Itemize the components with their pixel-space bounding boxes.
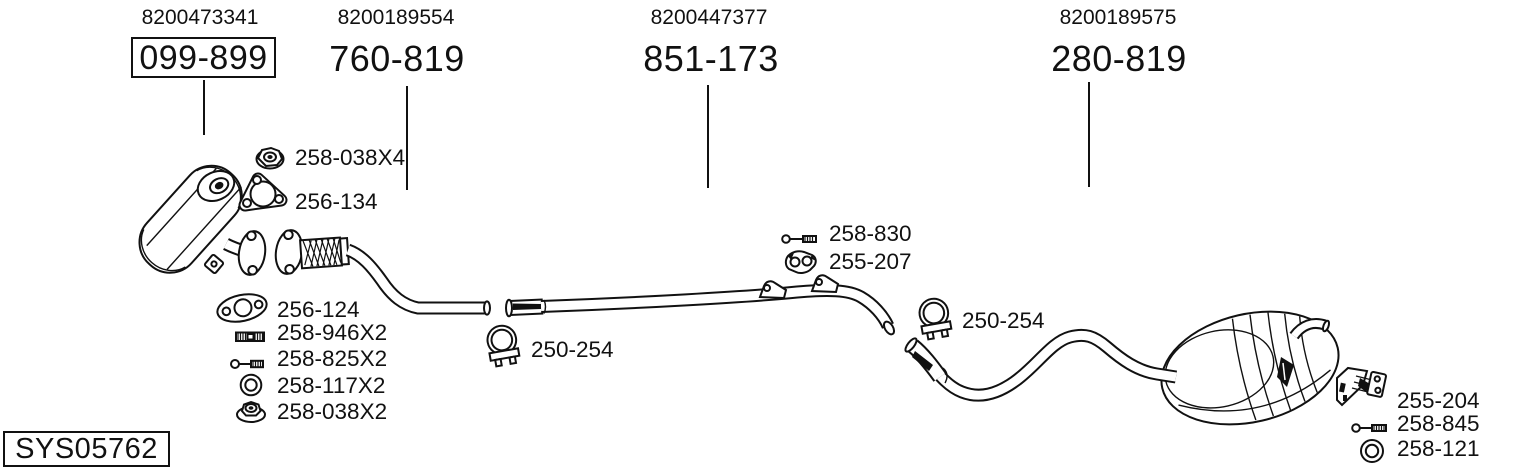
rubber-hanger-icon xyxy=(784,250,817,275)
callout-label: 250-254 xyxy=(531,337,614,362)
callout-label: 256-134 xyxy=(295,189,378,214)
bolt-icon xyxy=(230,359,264,369)
cat-outlet-flange xyxy=(237,230,267,276)
front-pipe-drawing xyxy=(274,229,491,316)
callout-label: 258-946X2 xyxy=(277,320,388,345)
system-id-box: SYS05762 xyxy=(3,431,170,467)
section-ref-2: 8200189554 xyxy=(337,6,455,29)
part-number-1: 099-899 xyxy=(139,38,268,77)
bolt-icon xyxy=(1351,423,1387,433)
callout-label: 258-117X2 xyxy=(277,373,386,398)
callout-label: 255-204 xyxy=(1397,388,1480,413)
washer-icon xyxy=(1360,439,1384,463)
callout-label: 258-038X2 xyxy=(277,399,388,424)
callout-label: 258-121 xyxy=(1397,436,1480,461)
rear-muffler-drawing xyxy=(1160,310,1340,426)
callout-label: 258-830 xyxy=(829,221,912,246)
hex-nut-icon xyxy=(255,146,285,170)
triangular-gasket-icon xyxy=(238,172,288,212)
threaded-stud-icon xyxy=(235,331,265,342)
callout-label: 256-124 xyxy=(277,297,360,322)
pipe-clamp-icon xyxy=(486,324,521,368)
muffler-hanger-tab xyxy=(1277,357,1294,387)
muffler-tailpipe xyxy=(1289,318,1331,340)
pipe-clamp-icon xyxy=(918,297,953,341)
part-number-box: 099-899 xyxy=(131,37,276,78)
callout-label: 258-038X4 xyxy=(295,145,406,170)
cat-mounting-bracket xyxy=(203,253,225,275)
pipe-hanger-bracket xyxy=(758,280,788,300)
callout-label: 258-845 xyxy=(1397,411,1480,436)
part-number-3: 851-173 xyxy=(643,38,779,79)
callout-label: 255-207 xyxy=(829,249,912,274)
system-id: SYS05762 xyxy=(15,432,158,465)
part-number-2: 760-819 xyxy=(329,38,465,79)
oval-gasket-icon xyxy=(216,293,268,323)
hanger-bracket-icon xyxy=(1336,366,1387,407)
flange-nut-icon xyxy=(236,400,266,423)
flex-inlet-flange xyxy=(274,229,304,275)
cat-inlet-flange-ring xyxy=(196,169,236,203)
catalytic-converter-drawing xyxy=(138,164,267,276)
callout-label: 258-825X2 xyxy=(277,346,388,371)
section-ref-3: 8200447377 xyxy=(650,6,768,29)
section-ref-1: 8200473341 xyxy=(141,6,259,29)
part-number-4: 280-819 xyxy=(1051,38,1187,79)
rear-pipe-drawing xyxy=(904,328,1178,402)
callout-label: 250-254 xyxy=(962,308,1045,333)
middle-pipe-drawing xyxy=(505,274,896,336)
bolt-icon xyxy=(781,234,817,244)
leader-lines xyxy=(203,80,1090,190)
flex-braided-section xyxy=(299,236,350,270)
washer-icon xyxy=(239,373,263,397)
section-ref-4: 8200189575 xyxy=(1059,6,1177,29)
pipe-hanger-bracket xyxy=(810,274,840,294)
